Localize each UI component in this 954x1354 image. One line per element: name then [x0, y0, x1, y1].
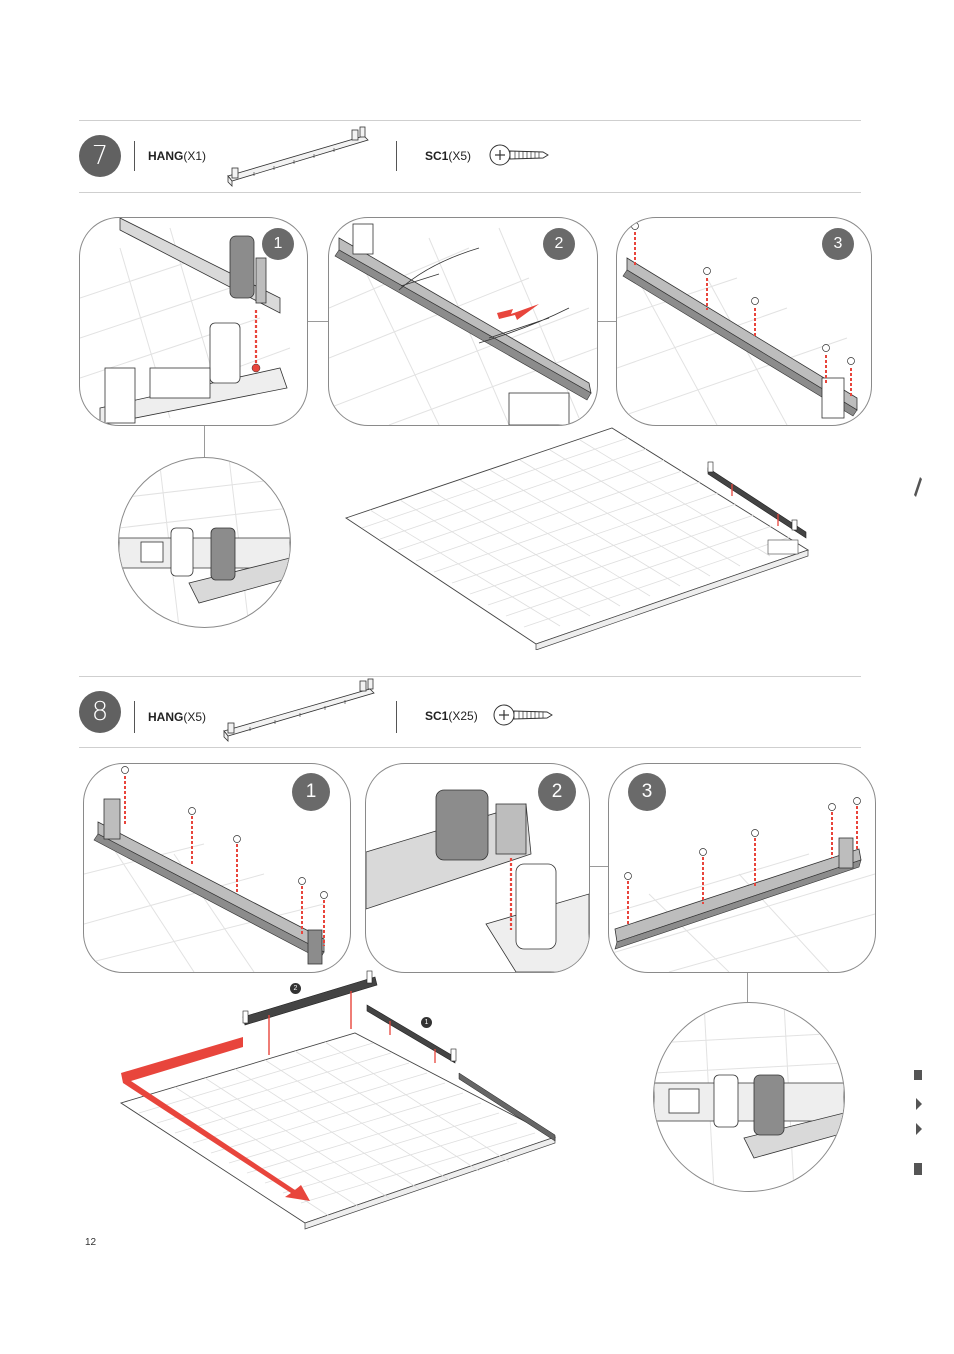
step7-top-rule — [79, 120, 861, 121]
step8-detail-zoom — [653, 1002, 845, 1192]
step8-divider — [134, 701, 135, 733]
substep-badge: 1 — [262, 228, 294, 260]
step8-screw-label: SC1(X25) — [425, 709, 478, 723]
connector — [596, 321, 616, 322]
connector — [747, 972, 748, 1002]
step7-bottom-rule — [79, 192, 861, 193]
step7-panel-1: 1 — [79, 217, 308, 426]
step8-top-rule — [79, 676, 861, 677]
edge-fragment-icon — [912, 1068, 924, 1178]
page-number: 12 — [85, 1237, 96, 1248]
step8-panel-2: 2 — [365, 763, 590, 973]
step7-number: 7 — [79, 135, 121, 177]
step8-panel-3: 3 — [608, 763, 876, 973]
step7-divider-2 — [396, 141, 397, 171]
hang-rail-icon — [224, 124, 374, 190]
connector — [204, 425, 205, 458]
connector — [588, 866, 608, 867]
step7-detail-zoom — [118, 457, 291, 628]
substep-badge: 3 — [822, 228, 854, 260]
step8-panel-1: 1 — [83, 763, 351, 973]
connector — [306, 321, 328, 322]
substep-badge: 2 — [543, 228, 575, 260]
step8-number: 8 — [79, 691, 121, 733]
step8-hang-label: HANG(X5) — [148, 710, 206, 724]
step8-bottom-rule — [79, 747, 861, 748]
step7-divider — [134, 141, 135, 171]
order-marker-1: 1 — [421, 1017, 432, 1028]
step7-panel-2: 2 — [328, 217, 598, 426]
edge-fragment-icon — [912, 475, 922, 497]
substep-badge: 2 — [538, 773, 576, 811]
hang-rail-icon — [220, 677, 380, 745]
order-marker-2: 2 — [290, 983, 301, 994]
step7-hang-label: HANG(X1) — [148, 149, 206, 163]
substep-badge: 3 — [628, 773, 666, 811]
step8-detail-illustration — [654, 1003, 844, 1191]
step7-screw-label: SC1(X5) — [425, 149, 471, 163]
step8-overview-illustration — [115, 965, 565, 1235]
step7-panel-3: 3 — [616, 217, 872, 426]
step7-overview-illustration — [340, 420, 815, 650]
step8-divider-2 — [396, 701, 397, 733]
step7-detail-illustration — [119, 458, 290, 627]
screw-icon — [492, 702, 554, 728]
substep-badge: 1 — [292, 773, 330, 811]
screw-icon — [488, 142, 550, 168]
